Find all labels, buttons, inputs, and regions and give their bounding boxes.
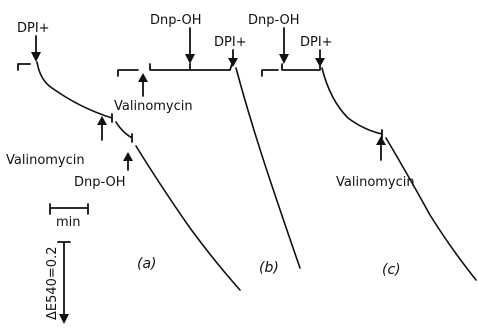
panel-a-label: (a) <box>137 256 157 272</box>
panel-b-dnp-arrowhead <box>185 54 195 64</box>
panel-b-dnp-label: Dnp-OH <box>150 13 202 28</box>
panel-a-dnp-label: Dnp-OH <box>74 175 126 190</box>
panel-b-dpi-label: DPI+ <box>214 35 247 50</box>
panel-c-trace-2 <box>385 137 477 281</box>
absorbance-scale-bar-line <box>57 241 71 317</box>
panel-a: DPI+ Valinomycin Dnp-OH (a) <box>6 21 241 291</box>
panel-b-baseline-end <box>189 63 233 71</box>
panel-b-label: (b) <box>259 260 279 276</box>
panel-c-baseline-mid <box>281 63 321 71</box>
panel-c-baseline-start <box>261 69 279 77</box>
panel-b: Valinomycin Dnp-OH DPI+ (b) <box>114 13 301 276</box>
panel-c: Dnp-OH DPI+ Valinomycin (c) <box>248 13 477 281</box>
panel-c-dnp-label: Dnp-OH <box>248 13 300 28</box>
panel-a-dnp-arrowhead <box>123 152 133 161</box>
panel-c-valinomycin-label: Valinomycin <box>336 175 415 190</box>
panel-b-baseline-mid <box>149 63 191 71</box>
panel-b-valinomycin-label: Valinomycin <box>114 99 193 114</box>
time-scale-label: min <box>56 215 81 230</box>
panel-c-label: (c) <box>382 262 401 278</box>
panel-b-valinomycin-arrowhead <box>138 73 148 82</box>
panel-c-dpi-arrowhead <box>315 58 325 67</box>
absorbance-scale-arrowhead <box>59 314 69 324</box>
panel-b-dpi-arrowhead <box>228 58 238 67</box>
panel-a-baseline <box>17 63 31 71</box>
absorbance-scale-label: ΔE540=0.2 <box>45 247 60 321</box>
panel-a-valinomycin-arrowhead <box>97 116 107 125</box>
panel-a-trace-3 <box>135 145 241 291</box>
time-scale-bar-line <box>49 203 89 215</box>
panel-c-dpi-label: DPI+ <box>300 35 333 50</box>
panel-b-trace <box>235 67 301 269</box>
panel-a-valinomycin-label: Valinomycin <box>6 153 85 168</box>
panel-a-trace-1 <box>36 61 113 119</box>
panel-a-dpi-arrowhead <box>31 52 41 62</box>
panel-c-dnp-arrowhead <box>279 54 289 64</box>
panel-a-dpi-label: DPI+ <box>17 21 50 36</box>
panel-b-baseline-start <box>117 69 139 77</box>
absorbance-scale-bar: ΔE540=0.2 <box>45 241 71 324</box>
panel-a-trace-2 <box>115 121 133 139</box>
panel-c-trace-1 <box>321 67 383 135</box>
time-scale-bar: min <box>49 203 89 230</box>
panel-c-valinomycin-arrowhead <box>376 136 386 145</box>
